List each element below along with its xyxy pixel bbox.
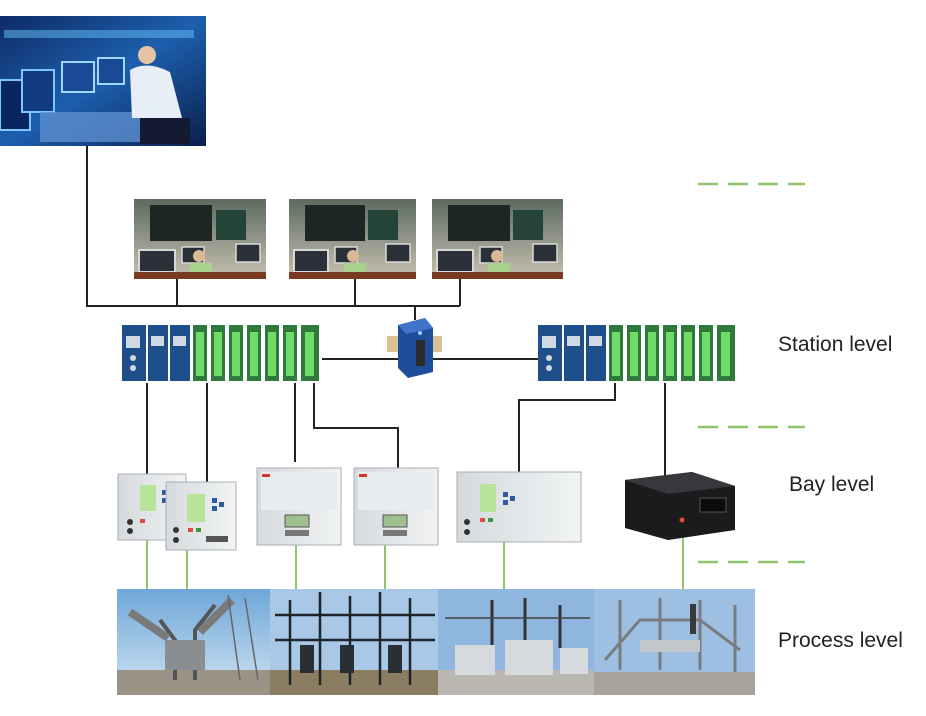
bay-relay-2 [165,481,237,551]
process-switchgear-image-1 [117,589,270,695]
bay-relay-5 [456,471,582,543]
process-level-label: Process level [778,629,903,652]
process-switchgear-image-4 [594,589,755,695]
station-controller-right [538,325,735,381]
station-level-label: Station level [778,333,893,356]
process-switchgear-image-2 [270,589,438,695]
control-center-image [0,16,206,146]
operator-workstation-2 [289,199,416,279]
process-bus-wiring [146,530,684,590]
bay-relay-3 [256,467,342,546]
bay-data-concentrator [625,472,735,540]
bay-level-label: Bay level [789,473,875,496]
station-bus-wiring [86,146,666,482]
bay-relay-4 [353,467,439,546]
process-switchgear-image-3 [438,589,594,695]
station-controller-left [122,325,319,381]
network-switch [387,318,442,378]
operator-workstation-3 [432,199,563,279]
operator-workstation-1 [134,199,266,279]
